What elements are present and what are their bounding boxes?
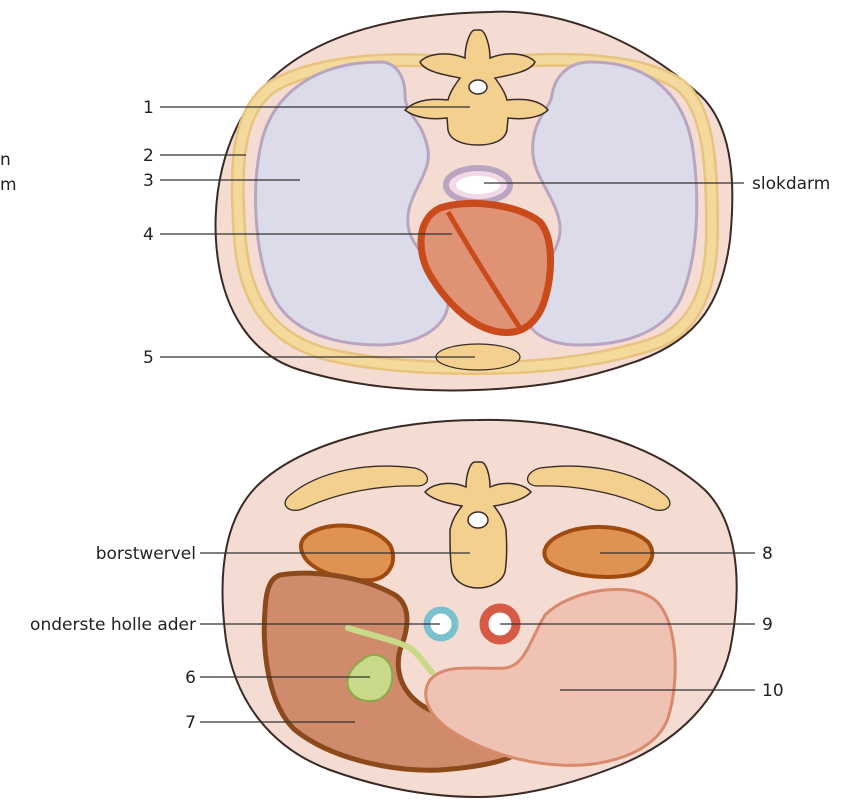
label-5: 5 [143, 348, 154, 368]
label-3: 3 [143, 171, 154, 191]
abdomen-cross-section [223, 420, 737, 797]
label-esophagus: slokdarm [752, 174, 830, 194]
label-6: 6 [185, 668, 196, 688]
cut-off-label-fragment-b: m [0, 175, 17, 195]
label-9: 9 [762, 615, 773, 635]
thorax-cross-section [216, 12, 733, 391]
label-2: 2 [143, 146, 154, 166]
label-borstwervel: borstwervel [96, 544, 196, 564]
label-8: 8 [762, 544, 773, 564]
label-1: 1 [143, 98, 154, 118]
right-kidney [544, 527, 652, 577]
label-7: 7 [185, 713, 196, 733]
cut-off-label-fragment-a: n [0, 150, 11, 170]
label-onderste-holle-ader: onderste holle ader [30, 615, 196, 635]
label-10: 10 [762, 681, 784, 701]
label-4: 4 [143, 225, 154, 245]
